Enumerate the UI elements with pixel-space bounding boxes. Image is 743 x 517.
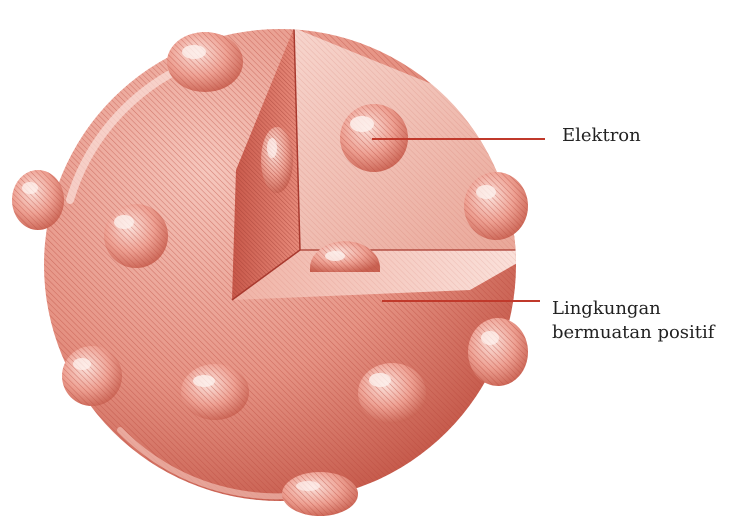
positive-region-label-line1: Lingkungan xyxy=(552,297,714,321)
electron-half-embedded xyxy=(261,127,293,193)
electron-left-edge xyxy=(12,170,64,230)
electron-right-edge xyxy=(464,172,528,240)
electron-label: Elektron xyxy=(562,124,641,148)
electron-left-middle xyxy=(104,204,168,268)
electron-lower-middle xyxy=(181,364,249,420)
electron-lower-left xyxy=(62,346,122,406)
electron-lower-right xyxy=(358,363,426,423)
positive-region-label-line2: bermuatan positif xyxy=(552,321,714,345)
electron-right-lower xyxy=(468,318,528,386)
electron-top xyxy=(167,32,243,92)
electron-bottom xyxy=(282,472,358,516)
positive-region-label: Lingkungan bermuatan positif xyxy=(552,297,714,345)
